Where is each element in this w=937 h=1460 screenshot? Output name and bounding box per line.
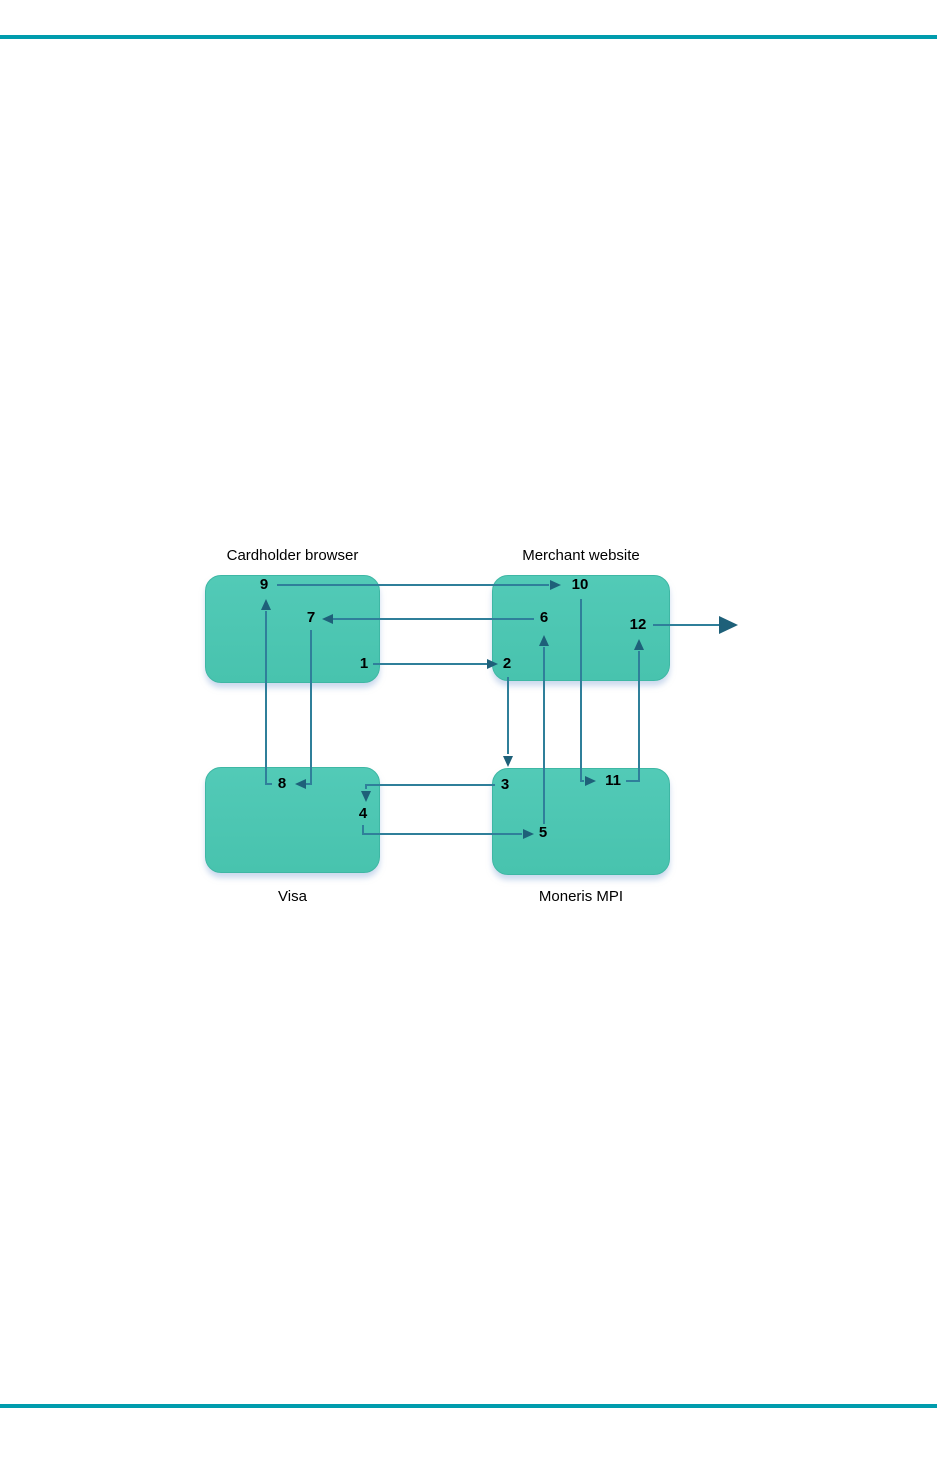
node-label-cardholder-browser: Cardholder browser <box>226 547 359 564</box>
step-number-8: 8 <box>277 775 287 792</box>
arrowhead-12-out <box>719 616 738 634</box>
node-label-merchant-website: Merchant website <box>522 547 640 564</box>
step-number-10: 10 <box>571 576 589 593</box>
node-label-visa: Visa <box>278 888 307 905</box>
step-number-5: 5 <box>538 824 548 841</box>
node-moneris-mpi <box>492 768 670 875</box>
header-rule <box>0 35 937 39</box>
step-number-4: 4 <box>358 805 368 822</box>
connector-3-4 <box>365 784 495 789</box>
step-number-3: 3 <box>500 776 510 793</box>
step-number-6: 6 <box>539 609 549 626</box>
node-label-moneris-mpi: Moneris MPI <box>538 888 624 905</box>
step-number-7: 7 <box>306 609 316 626</box>
arrowhead-2-3 <box>503 756 513 767</box>
step-number-11: 11 <box>605 772 621 789</box>
step-number-9: 9 <box>259 576 269 593</box>
step-number-1: 1 <box>359 655 369 672</box>
step-number-12: 12 <box>629 616 647 633</box>
step-number-2: 2 <box>502 655 512 672</box>
footer-rule <box>0 1404 937 1408</box>
node-visa <box>205 767 380 873</box>
node-cardholder-browser <box>205 575 380 683</box>
